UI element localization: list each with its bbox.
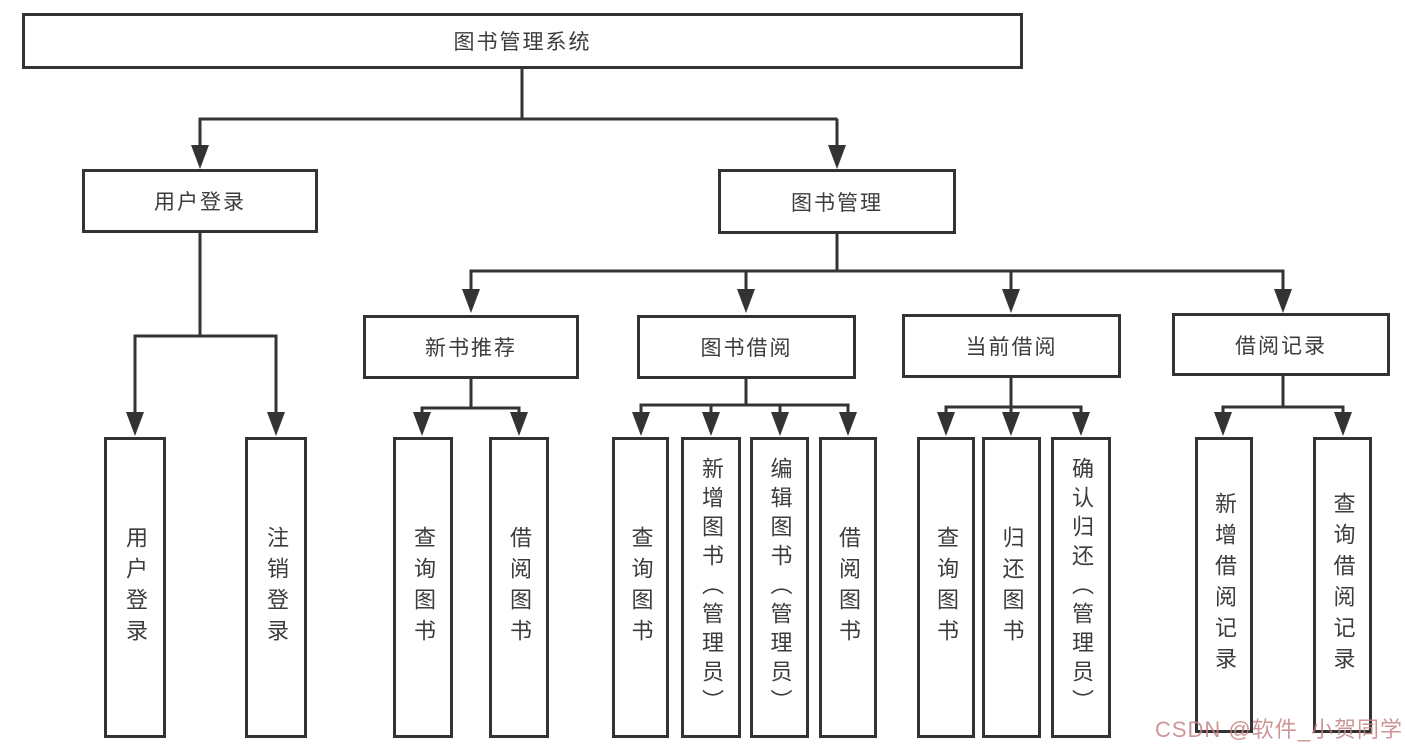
- leaf-user-login: 用户登录: [104, 437, 166, 738]
- watermark: CSDN @软件_小贺同学: [1154, 717, 1403, 742]
- leaf-query-books-recommend: 查询图书: [393, 437, 453, 738]
- connector-root: [198, 69, 839, 147]
- leaf-borrow-books: 借阅图书: [819, 437, 877, 738]
- connector-borrow-records: [1221, 376, 1345, 414]
- node-current-borrow: 当前借阅: [902, 314, 1121, 378]
- leaf-query-books-borrow: 查询图书: [612, 437, 669, 738]
- arrowheads-current-borrow: [937, 412, 1090, 436]
- node-book-borrow: 图书借阅: [637, 315, 856, 379]
- leaf-add-books-admin: 新增图书（管理员）: [681, 437, 741, 738]
- node-borrow-records: 借阅记录: [1172, 313, 1390, 376]
- leaf-logout: 注销登录: [245, 437, 307, 738]
- leaf-confirm-return-admin: 确认归还（管理员）: [1051, 437, 1111, 738]
- leaf-query-borrow-record: 查询借阅记录: [1313, 437, 1372, 733]
- leaf-edit-books-admin: 编辑图书（管理员）: [750, 437, 809, 738]
- arrowheads-root: [191, 145, 846, 169]
- arrowheads-new-book-recommend: [413, 412, 528, 436]
- connector-new-book-recommend: [420, 379, 521, 414]
- arrowheads-book-management: [462, 289, 1292, 313]
- connector-user-login: [133, 233, 278, 414]
- node-library-system: 图书管理系统: [22, 13, 1023, 69]
- node-new-book-recommend: 新书推荐: [363, 315, 579, 379]
- leaf-add-borrow-record: 新增借阅记录: [1195, 437, 1253, 733]
- arrowheads-user-login: [126, 412, 285, 436]
- node-user-login: 用户登录: [82, 169, 318, 233]
- connector-book-management: [469, 234, 1285, 291]
- connector-current-borrow: [944, 378, 1083, 414]
- leaf-borrow-books-recommend: 借阅图书: [489, 437, 549, 738]
- connector-book-borrow: [639, 379, 850, 414]
- leaf-return-books: 归还图书: [982, 437, 1041, 738]
- node-book-management: 图书管理: [718, 169, 956, 234]
- arrowheads-borrow-records: [1214, 412, 1352, 436]
- leaf-query-books-current: 查询图书: [917, 437, 975, 738]
- arrowheads-book-borrow: [632, 412, 857, 436]
